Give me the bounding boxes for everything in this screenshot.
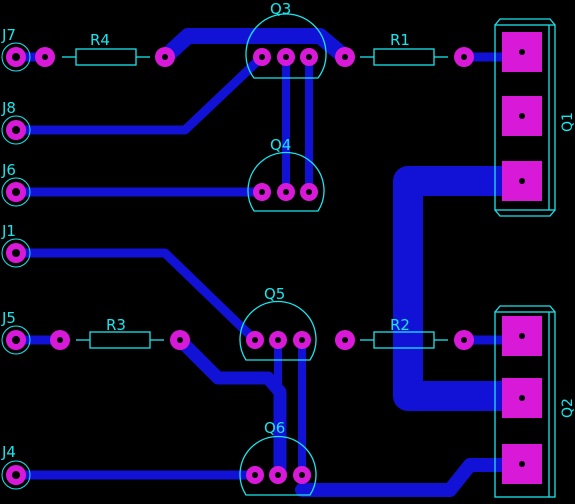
label-j7: J7 bbox=[1, 26, 16, 44]
q4-outline bbox=[247, 151, 325, 212]
label-j8: J8 bbox=[1, 99, 16, 117]
label-r1: R1 bbox=[390, 31, 410, 49]
q2-body bbox=[494, 311, 556, 498]
trace-r4-q3 bbox=[157, 28, 353, 65]
silkscreen bbox=[62, 13, 556, 498]
label-q4: Q4 bbox=[270, 136, 291, 154]
label-r3: R3 bbox=[106, 316, 126, 334]
r3-pad-2 bbox=[170, 330, 190, 350]
label-q3: Q3 bbox=[270, 0, 291, 18]
j1-pad bbox=[1, 238, 31, 268]
q5-pads bbox=[246, 331, 311, 349]
q3-pads bbox=[253, 48, 318, 66]
labels: J7 J8 J6 J1 J5 J4 R4 R1 R3 R2 Q3 Q4 Q5 Q… bbox=[1, 0, 575, 461]
q4-pads bbox=[253, 183, 318, 201]
pads bbox=[1, 32, 542, 490]
q5-outline bbox=[239, 300, 317, 361]
r1-pad-2 bbox=[454, 47, 474, 67]
label-j6: J6 bbox=[1, 161, 16, 179]
r1-body bbox=[373, 48, 435, 66]
r4-body bbox=[75, 48, 137, 66]
label-q6: Q6 bbox=[264, 419, 285, 437]
trace-r3-q6 bbox=[173, 333, 287, 482]
q1-body bbox=[494, 24, 556, 211]
label-j5: J5 bbox=[1, 309, 16, 327]
r2-pad-2 bbox=[454, 330, 474, 350]
r1-pad-1 bbox=[335, 47, 355, 67]
r4-pad-2 bbox=[155, 47, 175, 67]
q6-outline bbox=[239, 435, 317, 496]
trace-q1-q2 bbox=[393, 166, 537, 411]
j8-pad bbox=[1, 115, 31, 145]
label-r4: R4 bbox=[90, 31, 110, 49]
label-q5: Q5 bbox=[264, 285, 285, 303]
trace-j1-q5 bbox=[11, 248, 260, 345]
r3-pad-1 bbox=[50, 330, 70, 350]
label-j4: J4 bbox=[1, 443, 16, 461]
q1-pads bbox=[502, 32, 542, 201]
r4-pad-1 bbox=[35, 47, 55, 67]
label-j1: J1 bbox=[1, 222, 16, 240]
label-r2: R2 bbox=[390, 316, 410, 334]
j4-pad bbox=[1, 460, 31, 490]
q2-tab-corners bbox=[494, 305, 556, 313]
trace-j8-q3 bbox=[11, 52, 267, 135]
q3-outline bbox=[245, 13, 327, 79]
r3-body bbox=[89, 331, 151, 349]
q6-pads bbox=[246, 466, 311, 484]
q1-tab-corners bbox=[494, 18, 556, 217]
label-q2: Q2 bbox=[560, 398, 575, 418]
j7-pad bbox=[1, 42, 31, 72]
j5-pad bbox=[1, 325, 31, 355]
label-q1: Q1 bbox=[560, 112, 575, 132]
j6-pad bbox=[1, 177, 31, 207]
trace-q6-q2 bbox=[295, 458, 529, 497]
r2-pad-1 bbox=[335, 330, 355, 350]
q2-pads bbox=[502, 316, 542, 484]
